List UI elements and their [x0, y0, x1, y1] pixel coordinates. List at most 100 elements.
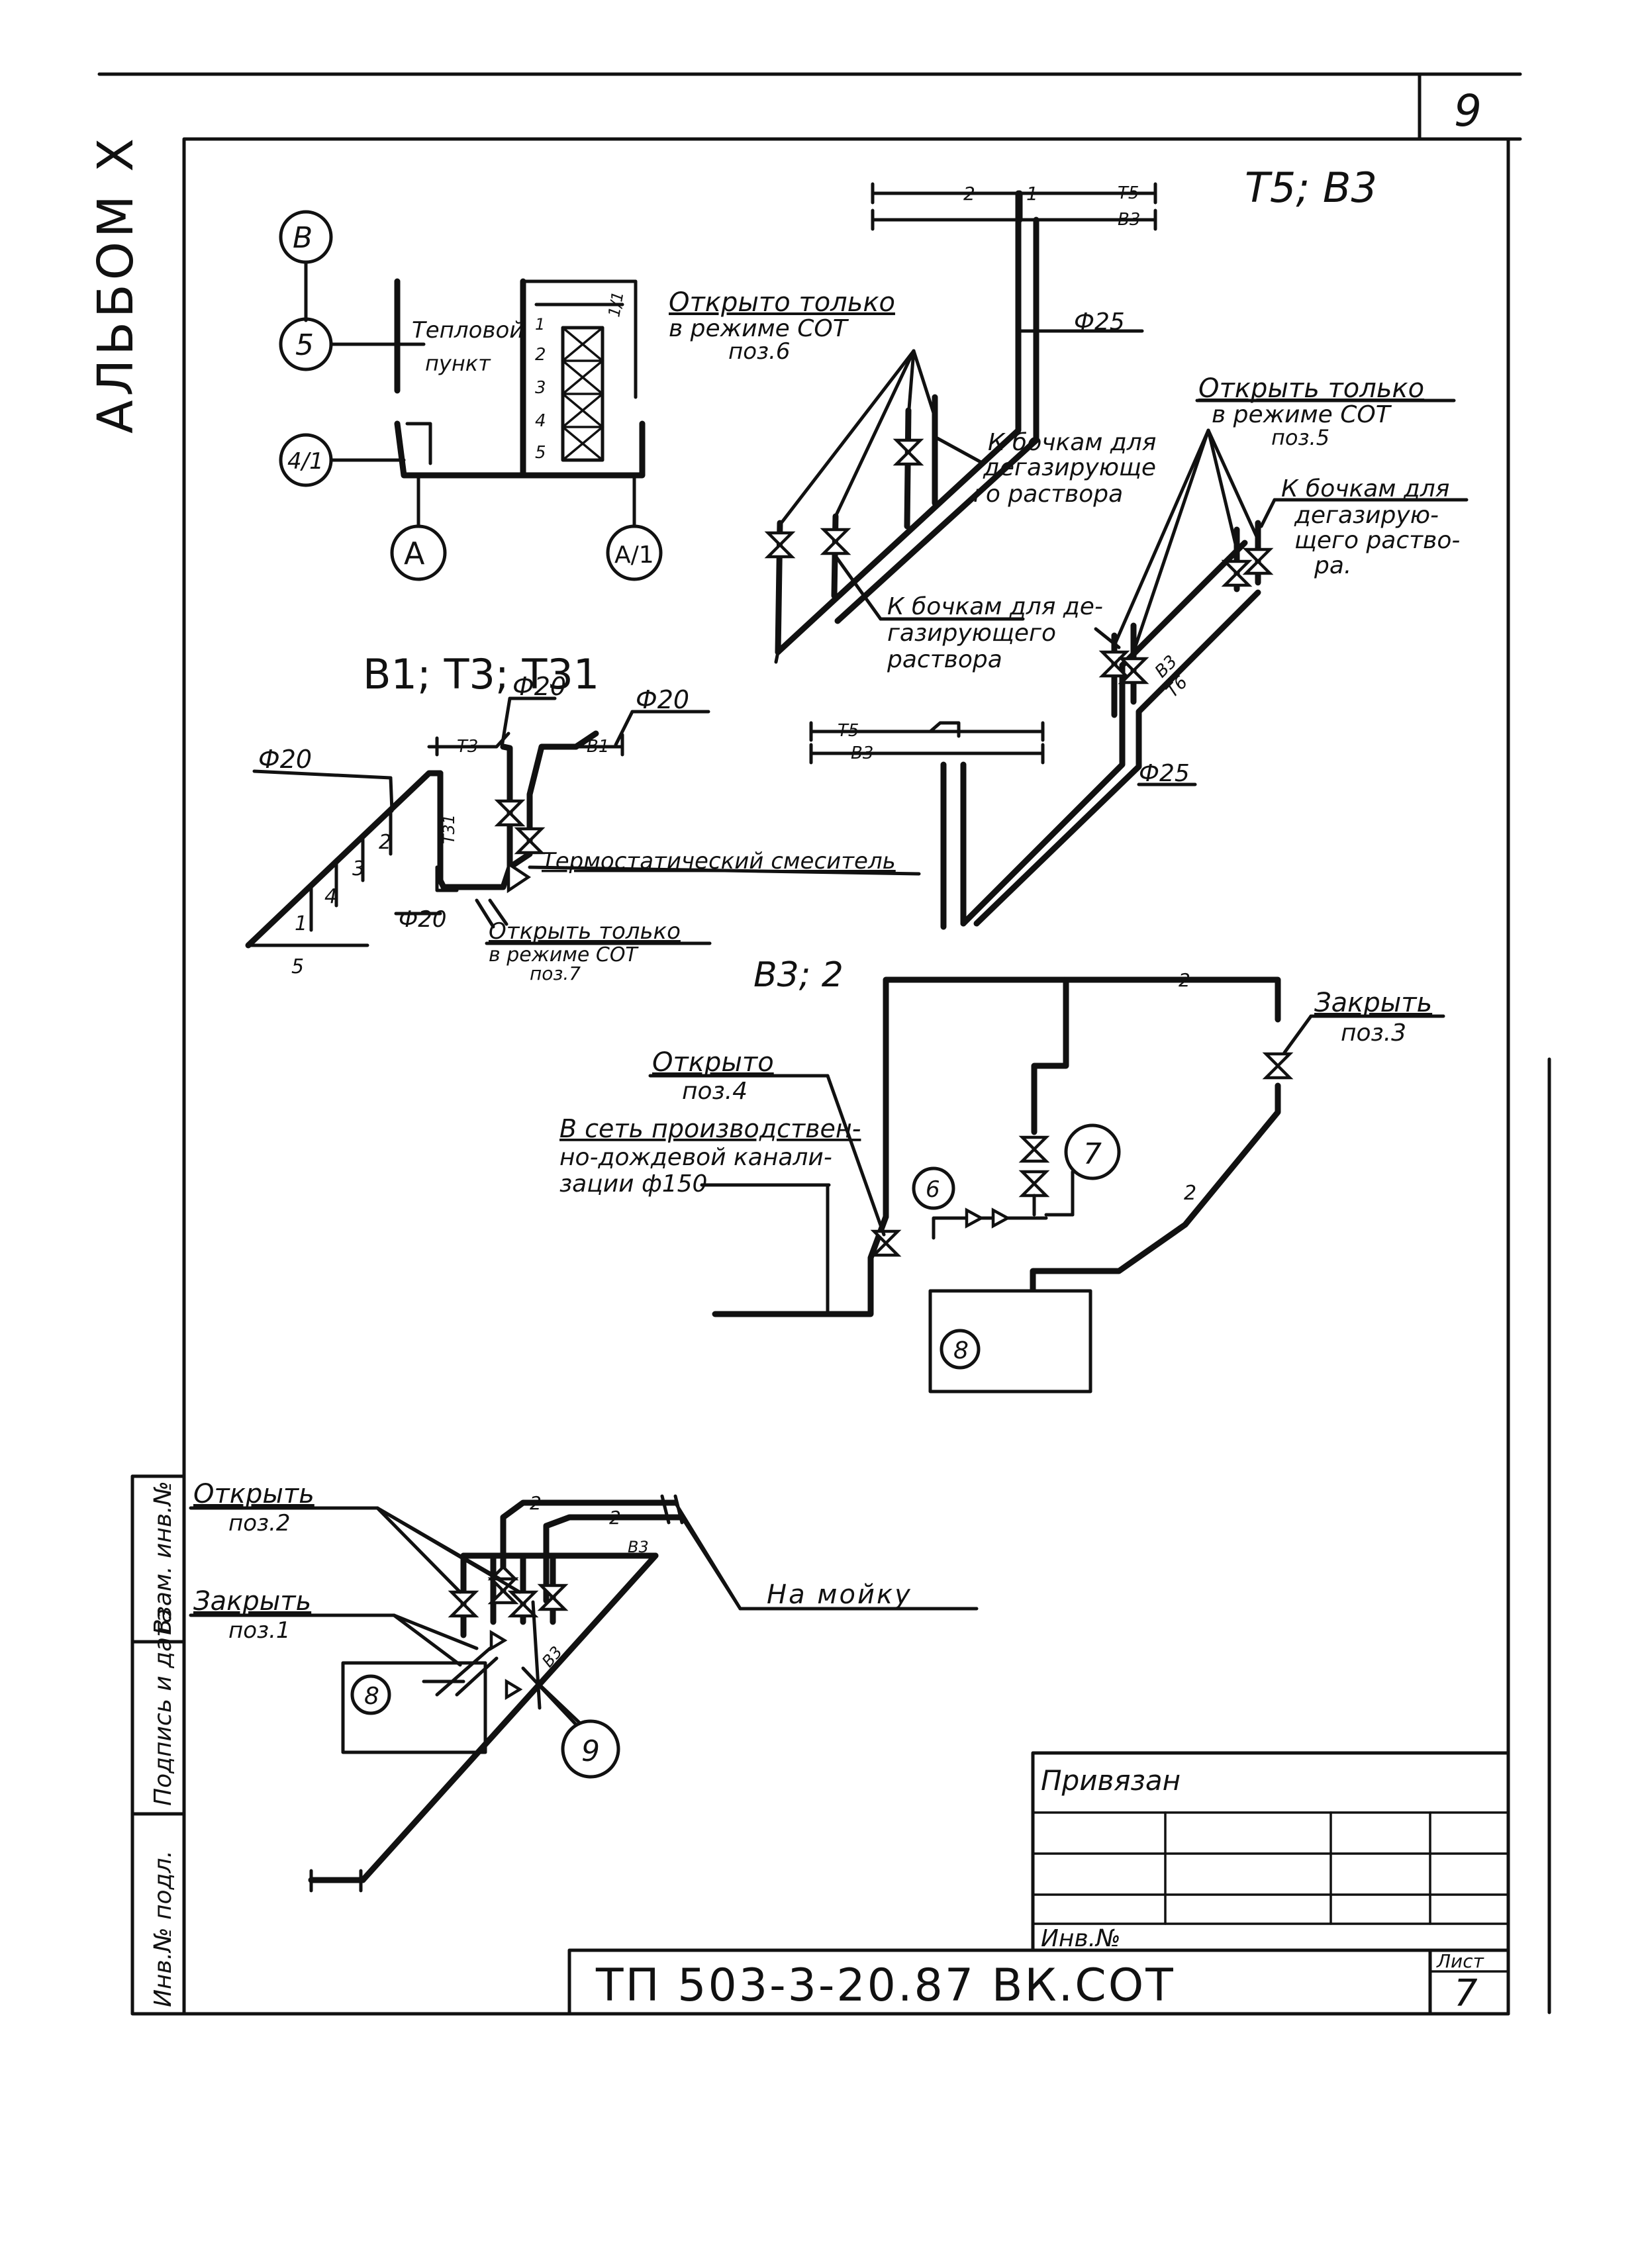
open-label-pos7-mode: в режиме СОТ [489, 943, 639, 967]
callout-leader [538, 1683, 581, 1725]
valve-icon [448, 1601, 479, 1618]
plan-mark: 5 [535, 443, 546, 463]
leader-line [1206, 428, 1239, 551]
leader-line [779, 349, 916, 525]
open-label-pos6-mode: в режиме СОТ [669, 315, 849, 342]
open-label-pos7-pos: поз.7 [530, 963, 581, 984]
scheme-b1-labels: В1; Т3; Т31 Ф20 Ф20 Ф20 Ф20 Т3 В1 Т31 Те… [258, 650, 896, 984]
sewer-label-1: В сеть производствен- [559, 1114, 861, 1143]
tank-label-a2: дегазирующе [983, 454, 1156, 481]
leader-line [475, 898, 495, 929]
valve-icon [1018, 1170, 1050, 1186]
leader-line [834, 349, 916, 518]
sheet-number: 7 [1454, 1972, 1478, 2015]
leader-line [834, 554, 883, 621]
pipe-code-t5: Т5 [1118, 183, 1139, 203]
tank-box [928, 1289, 1092, 1394]
valve-icon [893, 449, 924, 466]
valve-icon [1118, 668, 1149, 685]
inv-label: Инв.№ [1041, 1925, 1121, 1952]
scheme-t6-pipes [809, 399, 1469, 930]
branch-pipe [531, 1600, 542, 1710]
leader-line [252, 769, 393, 780]
branch-number: 3 [352, 857, 365, 880]
check-valve-icon [505, 1679, 523, 1700]
wash-label: На мойку [767, 1580, 912, 1610]
callout-8: 8 [364, 1683, 379, 1710]
plan-mark: 2 [535, 345, 546, 365]
leader-line [488, 898, 508, 926]
pipe-code-b3: В3 [1118, 210, 1140, 230]
valve-icon [764, 531, 796, 547]
leader-line [375, 1506, 462, 1594]
sheet-label: Лист [1436, 1950, 1484, 1972]
tank-label-c1: К бочкам для [1281, 475, 1449, 502]
open-label-pos6: Открыто только [669, 287, 895, 318]
pipe-code-t5: Т5 [838, 721, 859, 741]
close-label-pos3-pos: поз.3 [1341, 1019, 1406, 1047]
leader-line [1259, 498, 1277, 528]
valve-icon [820, 528, 851, 544]
leader-line [392, 1613, 462, 1667]
pipe-riser [834, 216, 1039, 624]
open-label-pos2: Открыть [193, 1479, 314, 1509]
valve-icon [764, 542, 796, 559]
pipe-line [507, 730, 599, 871]
wall [394, 420, 646, 479]
pipe-code-b3: В3 [628, 1538, 649, 1556]
side-stamp-replace: Взам. инв.№ [150, 1481, 177, 1635]
valve-icon [448, 1590, 479, 1607]
room-name-line1: Тепловой [412, 317, 524, 344]
scheme-t5-labels: Т5; В3 Т5 В3 2 1 Ф25 Открыто только в ре… [669, 164, 1377, 673]
leader-line [1112, 428, 1210, 647]
callout-bubble [912, 1166, 955, 1210]
valve-icon [1242, 547, 1274, 564]
branch-number: 1 [295, 912, 307, 935]
side-stamp: Инв.№ подл. Подпись и дата Взам. инв.№ [130, 1474, 186, 2016]
title-block: Привязан Инв.№ ТП 503-3-20.87 ВК.СОТ Лис… [567, 1751, 1510, 2016]
axis-label-5: 5 [295, 328, 314, 362]
open-label-pos6-pos: поз.6 [728, 338, 791, 365]
pipe-number-2: 2 [530, 1492, 542, 1514]
leader-line [392, 1613, 479, 1650]
valve-icon [507, 1601, 539, 1618]
axis-label-a: А [404, 536, 425, 571]
dia-label: Ф20 [512, 672, 566, 701]
scheme-wash-pipes [189, 1494, 979, 1893]
check-valve-icon [965, 1207, 985, 1229]
pipe-line [437, 743, 513, 890]
pipe-number-2: 2 [1179, 969, 1190, 991]
scheme-title-t5: Т5; В3 [1245, 164, 1377, 212]
pipe-line [543, 1514, 685, 1604]
close-label-pos1-pos: поз.1 [228, 1617, 291, 1644]
valve-icon [507, 1590, 539, 1607]
pipe-number-2: 2 [1184, 1182, 1196, 1205]
pipe-line [883, 976, 1281, 1220]
dia-label: Ф25 [1139, 760, 1190, 787]
valve-icon [1262, 1052, 1294, 1068]
mixer-valve-icon [507, 861, 532, 894]
dia-label: Ф20 [399, 906, 447, 933]
plan-mark: 4 [535, 411, 546, 431]
scheme-b3-pipes [648, 976, 1445, 1394]
leader-line [680, 1515, 742, 1611]
leader-line [389, 776, 394, 813]
plan-labels: В 5 4/1 А А/1 Тепловой пункт 1 2 3 4 5 1… [287, 221, 654, 571]
valve-icon [1221, 571, 1253, 587]
scheme-b1-pipes [245, 696, 921, 949]
scheme-t5-pipes [764, 182, 1157, 664]
callout-bubble [1064, 1123, 1121, 1180]
mixer-label: Термостатический смеситель [542, 848, 896, 874]
plan-mark: 3 [535, 378, 546, 398]
pipe-code-b3: В3 [538, 1643, 566, 1671]
wall [521, 279, 638, 399]
tank-label-b3: раствора [887, 646, 1002, 673]
open-label-pos5-pos: поз.5 [1271, 425, 1329, 450]
axis-label-v: В [293, 221, 313, 255]
pipe-line [1031, 976, 1069, 1135]
scheme-title-b1: В1; Т3; Т31 [363, 650, 599, 698]
branch-number: 2 [379, 831, 391, 854]
valve-icon [514, 827, 546, 843]
